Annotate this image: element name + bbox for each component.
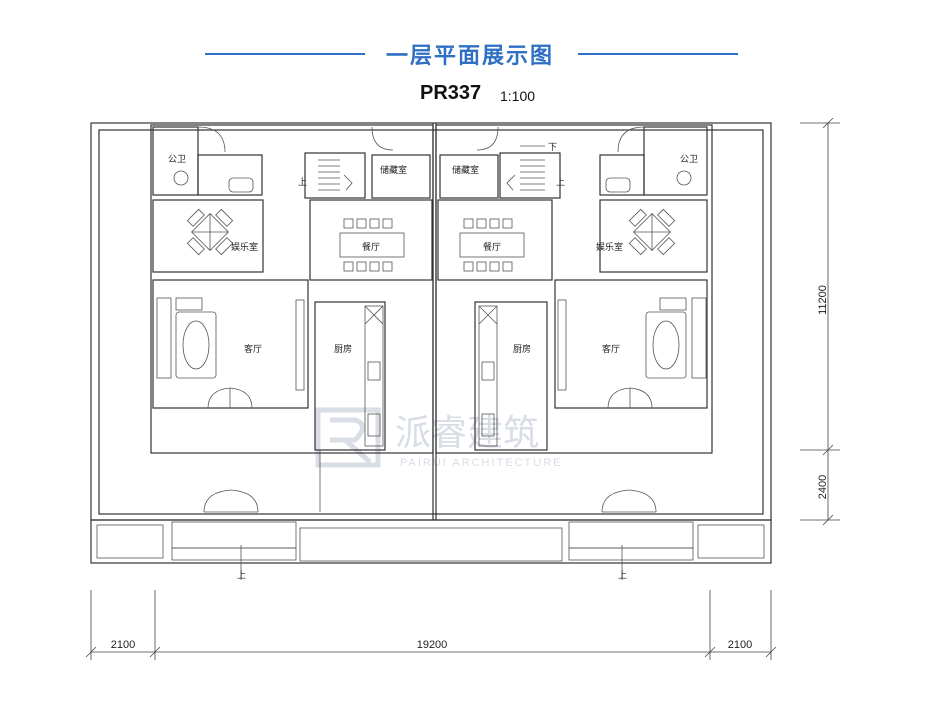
label-living-right: 客厅	[602, 343, 620, 355]
dim-bottom-right: 2100	[728, 639, 752, 651]
left-unit	[150, 124, 434, 513]
title-rule-right	[578, 53, 738, 55]
page-title: 一层平面展示图	[385, 44, 554, 69]
label-up-stair-right: 上	[556, 177, 565, 188]
plan-scale: 1:100	[500, 88, 536, 104]
label-entertainment-left: 娱乐室	[231, 241, 258, 253]
dimension-lines-right	[800, 117, 840, 526]
label-up-stair-left: 上	[298, 177, 307, 188]
dim-right-upper: 11200	[817, 285, 829, 315]
dim-right-lower: 2400	[817, 475, 829, 499]
label-down-stair-right: 下	[548, 143, 557, 153]
label-wc-left: 公卫	[168, 154, 186, 165]
label-storage-right: 储藏室	[452, 164, 479, 176]
label-storage-left: 储藏室	[380, 164, 407, 176]
label-wc-right: 公卫	[680, 154, 698, 165]
label-living-left: 客厅	[244, 343, 262, 355]
label-up-entry-left: 上	[237, 570, 246, 581]
label-kitchen-right: 厨房	[513, 343, 531, 355]
label-dining-right: 餐厅	[483, 241, 501, 253]
watermark-subtext: PAIRUI ARCHITECTURE	[400, 457, 562, 469]
watermark-logo	[315, 407, 381, 468]
dimension-lines-bottom	[85, 590, 777, 660]
label-dining-left: 餐厅	[362, 241, 380, 253]
dim-bottom-left: 2100	[111, 639, 135, 651]
plan-code: PR337	[420, 82, 482, 104]
title-bar: 一层平面展示图	[0, 38, 940, 69]
label-up-entry-right: 上	[618, 570, 627, 581]
watermark-text: 派睿建筑	[395, 413, 539, 454]
dim-bottom-middle: 19200	[417, 639, 448, 651]
front-steps	[90, 519, 772, 580]
label-kitchen-left: 厨房	[334, 343, 352, 355]
right-unit	[435, 124, 713, 513]
title-rule-left	[205, 53, 365, 55]
label-entertainment-right: 娱乐室	[596, 241, 623, 253]
